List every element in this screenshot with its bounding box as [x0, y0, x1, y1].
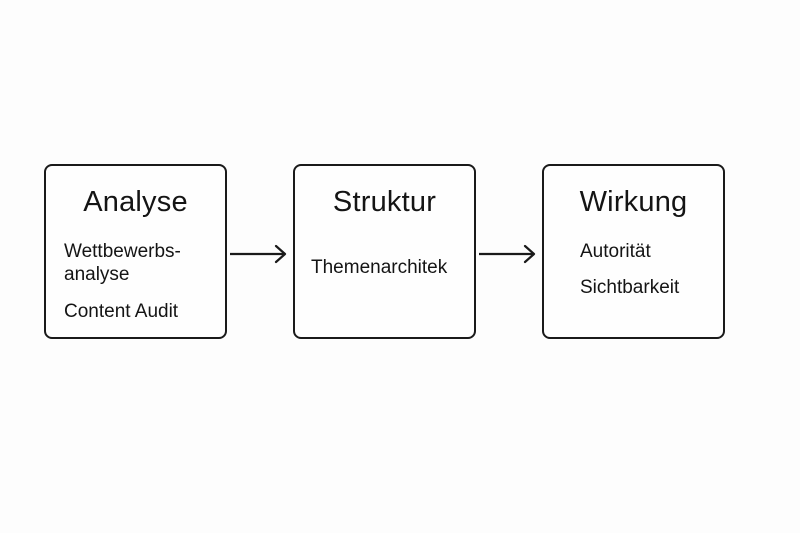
node-item: Content Audit	[64, 301, 179, 322]
arrow-struktur-to-wirkung	[479, 244, 536, 264]
node-struktur: Struktur Themenarchitek	[293, 164, 476, 339]
node-title: Wirkung	[579, 186, 688, 218]
node-item: Wettbewerbs- analyse	[64, 241, 181, 285]
arrow-analyse-to-struktur	[230, 244, 287, 264]
node-items: Autorität Sichtbarkeit	[580, 240, 719, 312]
node-item: Sichtbarkeit	[580, 277, 680, 298]
node-wirkung: Wirkung Autorität Sichtbarkeit	[542, 164, 725, 339]
node-item: Autorität	[580, 241, 651, 262]
node-items: Wettbewerbs- analyse Content Audit	[64, 240, 221, 337]
node-title: Struktur	[332, 186, 437, 218]
node-item: Themenarchitek	[311, 257, 448, 278]
node-items: Themenarchitek	[311, 256, 470, 293]
node-analyse: Analyse Wettbewerbs- analyse Content Aud…	[44, 164, 227, 339]
node-title: Analyse	[83, 186, 188, 218]
